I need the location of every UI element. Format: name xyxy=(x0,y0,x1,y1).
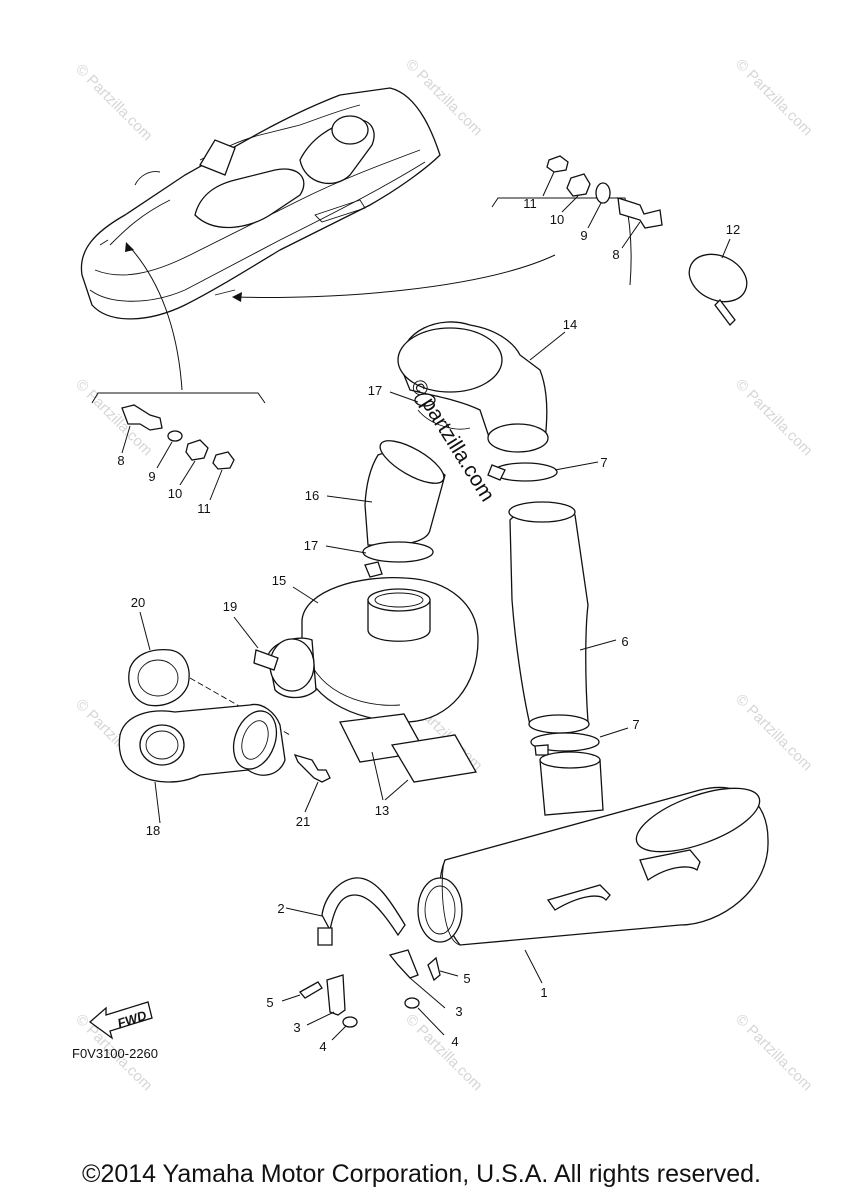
nut-10-left xyxy=(185,439,209,461)
plug-8-left xyxy=(121,404,163,431)
copyright-notice: ©2014 Yamaha Motor Corporation, U.S.A. A… xyxy=(82,1160,761,1188)
callout-10: 10 xyxy=(168,486,182,501)
band-strap-2 xyxy=(285,877,406,946)
callout-6: 6 xyxy=(621,634,628,649)
nut-10-right xyxy=(566,173,591,197)
callout-9: 9 xyxy=(580,228,587,243)
bolt-5-right xyxy=(427,956,459,982)
watercraft-illustration xyxy=(80,87,441,320)
bracket-3-left xyxy=(306,974,346,1026)
washer-9-right xyxy=(595,182,611,204)
callout-3: 3 xyxy=(455,1004,462,1019)
callout-4: 4 xyxy=(451,1034,458,1049)
bolt-21 xyxy=(293,753,331,813)
watermark: © Partzilla.com xyxy=(402,1011,485,1094)
clip-11-right xyxy=(546,155,569,173)
clamp-7-upper xyxy=(487,461,599,482)
hose-clamp-12 xyxy=(688,238,748,326)
callout-8: 8 xyxy=(117,453,124,468)
watermark: © Partzilla.com xyxy=(72,61,155,144)
callout-20: 20 xyxy=(131,595,145,610)
callout-19: 19 xyxy=(223,599,237,614)
callout-1: 1 xyxy=(540,985,547,1000)
clamp-17-upper xyxy=(389,391,436,407)
callout-2: 2 xyxy=(277,901,284,916)
washer-4-left xyxy=(331,1016,358,1041)
muffler-1 xyxy=(417,751,769,984)
callout-14: 14 xyxy=(563,317,577,332)
watermark: © Partzilla.com xyxy=(732,691,815,774)
hose-16 xyxy=(326,440,446,546)
exhaust-duct-18 xyxy=(118,703,286,824)
callout-5: 5 xyxy=(266,995,273,1010)
bolt-5-left xyxy=(281,981,323,1002)
callout-9: 9 xyxy=(148,469,155,484)
callout-17: 17 xyxy=(368,383,382,398)
callout-17: 17 xyxy=(304,538,318,553)
callout-18: 18 xyxy=(146,823,160,838)
callout-labels: 1 2 3 3 4 4 5 5 6 7 7 8 8 9 9 10 10 11 1… xyxy=(117,196,740,1054)
callout-16: 16 xyxy=(305,488,319,503)
callout-5: 5 xyxy=(463,971,470,986)
callout-10: 10 xyxy=(550,212,564,227)
callout-11: 11 xyxy=(523,196,537,211)
hose-6 xyxy=(508,501,617,734)
callout-15: 15 xyxy=(272,573,286,588)
callout-21: 21 xyxy=(296,814,310,829)
gasket-13 xyxy=(339,713,478,801)
watermark: © Partzilla.com xyxy=(732,56,815,139)
drain-hardware-right xyxy=(542,155,663,249)
clamp-7-lower xyxy=(530,727,629,756)
watermark: © Partzilla.com xyxy=(732,376,815,459)
joint-pipe-19 xyxy=(233,616,317,699)
callout-13: 13 xyxy=(375,803,389,818)
plug-8-right xyxy=(617,197,663,229)
muffler-chamber-15 xyxy=(292,576,479,723)
clip-11-left xyxy=(212,451,235,470)
callout-4: 4 xyxy=(319,1039,326,1054)
fwd-arrow: FWD xyxy=(88,1001,153,1040)
detail-bracket-left xyxy=(91,242,266,404)
callout-11: 11 xyxy=(197,501,211,516)
exhaust-elbow-14 xyxy=(397,321,566,453)
callout-12: 12 xyxy=(726,222,740,237)
clamp-17-lower xyxy=(325,541,434,578)
washer-9-left xyxy=(167,430,183,442)
callout-3: 3 xyxy=(293,1020,300,1035)
watermark: © Partzilla.com xyxy=(732,1011,815,1094)
drain-hardware-left xyxy=(121,404,235,501)
callout-7: 7 xyxy=(632,717,639,732)
diagram-code: F0V3100-2260 xyxy=(72,1046,158,1061)
callout-7: 7 xyxy=(600,455,607,470)
bracket-3-right xyxy=(388,949,446,1009)
callout-8: 8 xyxy=(612,247,619,262)
washer-4-right xyxy=(404,997,445,1036)
